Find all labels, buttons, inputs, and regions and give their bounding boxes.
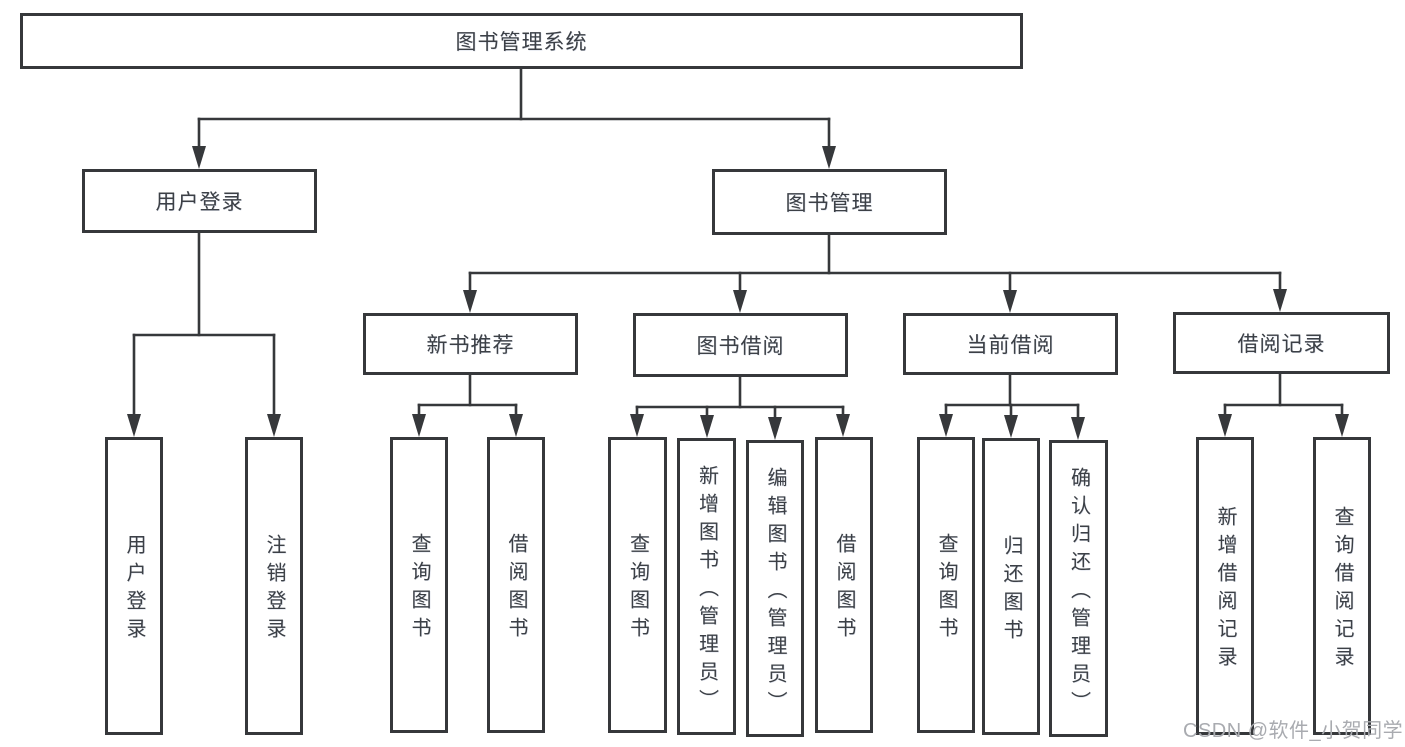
node-borrow-record: 借阅记录 — [1173, 312, 1390, 374]
leaf-bb-add-book-admin: 新增图书（管理员） — [677, 438, 736, 735]
leaf-cb-confirm-return-admin: 确认归还（管理员） — [1049, 440, 1108, 737]
leaf-nb-borrow-book: 借阅图书 — [487, 437, 545, 733]
node-book-borrow: 图书借阅 — [633, 313, 848, 377]
node-current-borrow: 当前借阅 — [903, 313, 1118, 375]
leaf-bb-borrow-book: 借阅图书 — [815, 437, 873, 733]
leaf-cb-query-book: 查询图书 — [917, 437, 975, 733]
node-book-management: 图书管理 — [712, 169, 947, 235]
leaf-user-login: 用户登录 — [105, 437, 163, 735]
csdn-watermark: CSDN @软件_小贺同学 — [1183, 720, 1404, 742]
leaf-br-query-record: 查询借阅记录 — [1313, 437, 1371, 735]
node-root: 图书管理系统 — [20, 13, 1023, 69]
leaf-br-add-record: 新增借阅记录 — [1196, 437, 1254, 735]
leaf-nb-query-book: 查询图书 — [390, 437, 448, 733]
leaf-bb-edit-book-admin: 编辑图书（管理员） — [746, 440, 804, 737]
node-new-book-recommend: 新书推荐 — [363, 313, 578, 375]
leaf-logout: 注销登录 — [245, 437, 303, 735]
leaf-bb-query-book: 查询图书 — [608, 437, 667, 733]
leaf-cb-return-book: 归还图书 — [982, 438, 1040, 735]
node-user-login: 用户登录 — [82, 169, 317, 233]
